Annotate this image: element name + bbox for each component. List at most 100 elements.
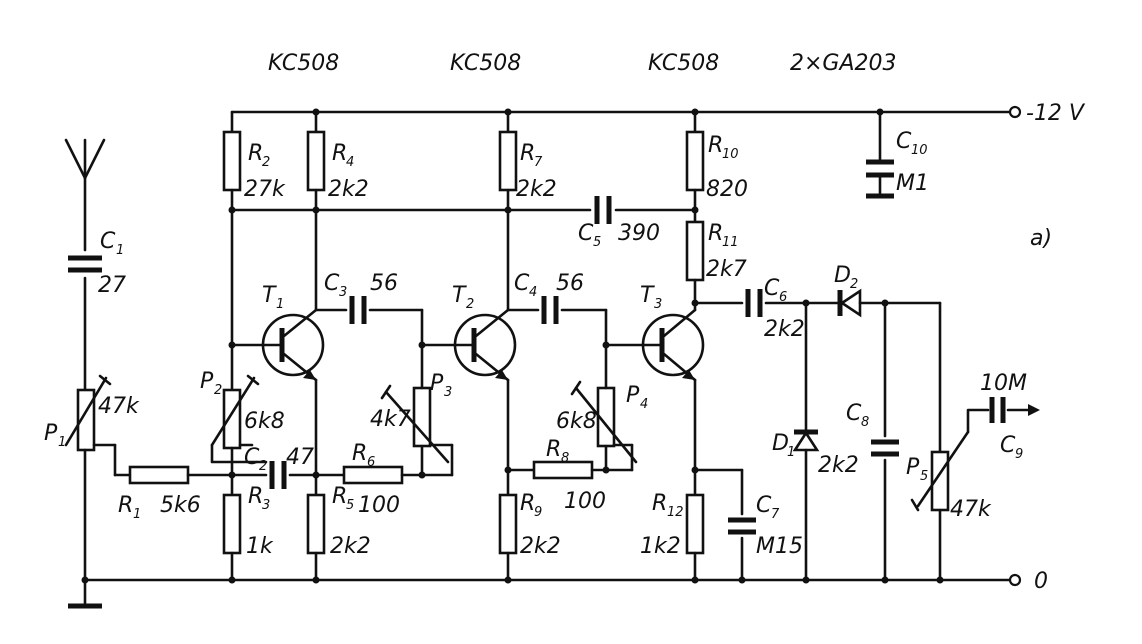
p2-ref: P [200,369,214,394]
c8-ref: C [846,401,862,426]
c10-capacitor [866,159,894,178]
c7-capacitor [728,517,756,535]
d1-ref: D [772,431,789,456]
t2-transistor [420,308,517,382]
c9-value: 10M [980,371,1027,396]
p2-value: 6k8 [244,409,285,434]
r10-resistor [685,130,705,192]
r4-value: 2k2 [328,177,369,202]
t1-transistor [230,308,325,382]
p5-value: 47k [950,497,992,522]
r11-value: 2k7 [706,257,747,282]
c6-value: 2k2 [764,317,805,342]
p3-value: 4k7 [370,407,411,432]
p1-sub: 1 [58,435,66,450]
r2-ref: R [248,141,263,166]
r12-value: 1k2 [640,534,681,559]
p1-value: 47k [98,394,140,419]
c6-sub: 6 [779,290,787,305]
c10-ref: C [896,129,912,154]
p4-sub: 4 [640,397,648,412]
r4-sub: 4 [346,155,354,170]
c8-sub: 8 [861,415,869,430]
r1-resistor [128,465,190,485]
r10-sub: 10 [722,147,739,162]
c5-capacitor [594,196,612,224]
c2-sub: 2 [259,459,267,474]
c4-sub: 4 [529,285,537,300]
r10-value: 820 [706,177,748,202]
p2-sub: 2 [214,383,222,398]
r11-ref: R [708,221,723,246]
c7-sub: 7 [771,507,780,522]
d2-ref: D [834,263,851,288]
c10-sub: 10 [911,143,928,158]
r2-value: 27k [244,177,286,202]
t2-sub: 2 [466,297,474,312]
r6-sub: 6 [367,455,375,470]
r7-sub: 7 [534,155,543,170]
r4-ref: R [332,141,347,166]
c4-value: 56 [556,271,584,296]
p5-ref: P [906,455,920,480]
c2-ref: C [244,445,260,470]
ground-terminal [1008,573,1022,587]
r5-resistor [306,493,326,555]
c2-capacitor [269,461,287,489]
ground-rail [83,573,1022,587]
c3-value: 56 [370,271,398,296]
supply-rail [230,105,1022,119]
t1-ref: T [262,283,277,308]
r8-sub: 8 [561,451,569,466]
c5-ref: C [578,221,594,246]
c3-capacitor [349,296,367,324]
r9-resistor [498,493,518,555]
c5-sub: 5 [593,235,601,250]
r11-sub: 11 [722,235,739,250]
r9-ref: R [520,491,535,516]
supply-terminal [1008,105,1022,119]
c3-sub: 3 [339,285,347,300]
c9-ref: C [1000,433,1016,458]
r2-resistor [222,130,242,192]
c3-ref: C [324,271,340,296]
r3-resistor [222,493,242,555]
c9-capacitor [989,397,1006,423]
t1-type-label: KC508 [268,51,339,76]
junction-dots [81,108,944,584]
r12-sub: 12 [667,505,684,520]
r3-sub: 3 [262,498,270,513]
r8-ref: R [546,437,561,462]
c4-ref: C [514,271,530,296]
antenna-icon [64,138,106,180]
r12-ref: R [652,491,667,516]
output-arrow-icon [1006,404,1040,416]
t3-transistor [604,308,705,382]
c6-ref: C [764,276,780,301]
r6-value: 100 [358,493,400,518]
d1-sub: 1 [787,445,795,460]
t2-type-label: KC508 [450,51,521,76]
d2-sub: 2 [850,277,858,292]
p3-ref: P [430,371,444,396]
c1-value: 27 [98,273,126,298]
r7-ref: R [520,141,535,166]
c5-value: 390 [618,221,660,246]
r6-ref: R [352,441,367,466]
p1-ref: P [44,421,58,446]
c1-sub: 1 [116,243,124,258]
c6-capacitor [745,289,763,317]
r9-value: 2k2 [520,534,561,559]
r1-sub: 1 [133,507,141,522]
r12-resistor [685,493,705,555]
d2-diode [837,288,862,318]
c8-capacitor [871,439,899,457]
d1-diode [792,429,820,452]
c1-capacitor [68,255,102,273]
c7-value: M15 [756,534,803,559]
c9-sub: 9 [1015,447,1023,462]
r5-value: 2k2 [330,534,371,559]
t3-ref: T [640,283,655,308]
r7-resistor [498,130,518,192]
p4-ref: P [626,383,640,408]
